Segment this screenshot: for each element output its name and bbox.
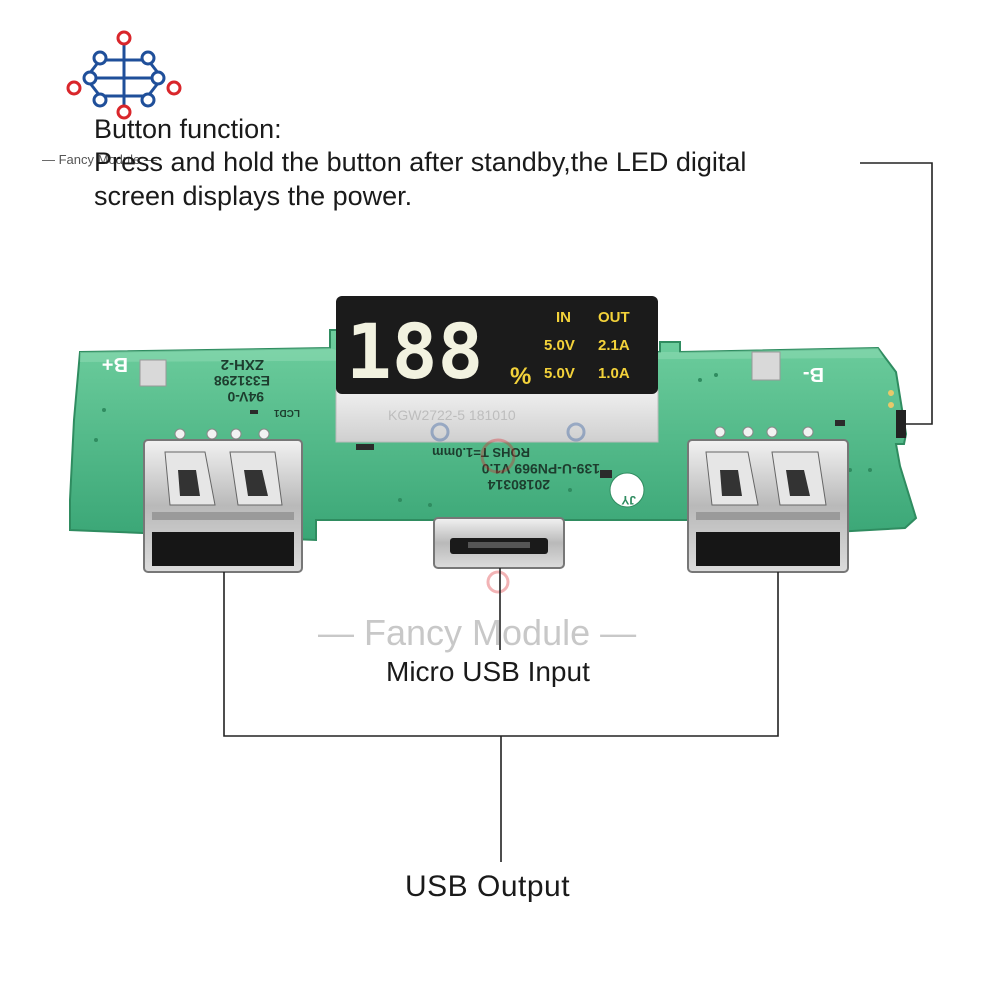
- silk-b-minus: B-: [803, 363, 824, 385]
- display-in-label: IN: [556, 309, 571, 326]
- watermark-brand-small: — Fancy Module —: [42, 152, 157, 167]
- display-percent: %: [510, 363, 531, 390]
- silk-cert2: E331298: [214, 373, 270, 389]
- display-out-row2: 1.0A: [598, 365, 630, 382]
- usb-output-leader-line: [223, 572, 779, 737]
- button-leader-line: [860, 162, 933, 425]
- button-function-title: Button function:: [94, 114, 282, 144]
- usb-a-port-right: [687, 439, 849, 573]
- display-out-row1: 2.1A: [598, 337, 630, 354]
- silk-rohs: ROHS T=1.0mm: [432, 445, 530, 460]
- display-in-row1: 5.0V: [544, 337, 575, 354]
- silk-logo: JY: [621, 493, 636, 507]
- button-function-line2: screen displays the power.: [94, 181, 413, 211]
- button-function-line1: Press and hold the button after standby,…: [94, 147, 747, 177]
- display-part-code: KGW2722-5 181010: [388, 407, 516, 423]
- led-display: KGW2722-5 181010 188 % IN OUT 5.0V 2.1A …: [335, 296, 659, 443]
- display-in-row2: 5.0V: [544, 365, 575, 382]
- display-out-label: OUT: [598, 309, 630, 326]
- micro-usb-port: [433, 517, 565, 569]
- silk-model: ZXH-2: [221, 356, 264, 373]
- silk-lcd: LCD1: [273, 407, 300, 418]
- watermark-brand-center: — Fancy Module —: [318, 612, 637, 653]
- silk-b-plus: B+: [102, 353, 128, 375]
- silk-date: 20180314: [487, 477, 550, 493]
- brand-logo: [66, 30, 182, 120]
- micro-usb-input-label: Micro USB Input: [386, 656, 590, 687]
- usb-a-port-left: [143, 439, 303, 573]
- usb-output-label: USB Output: [405, 870, 571, 903]
- silk-cert1: 94V-0: [227, 389, 264, 405]
- display-digits: 188: [346, 307, 483, 396]
- silk-board-id: 139-U-PN969 V1.0: [481, 461, 600, 477]
